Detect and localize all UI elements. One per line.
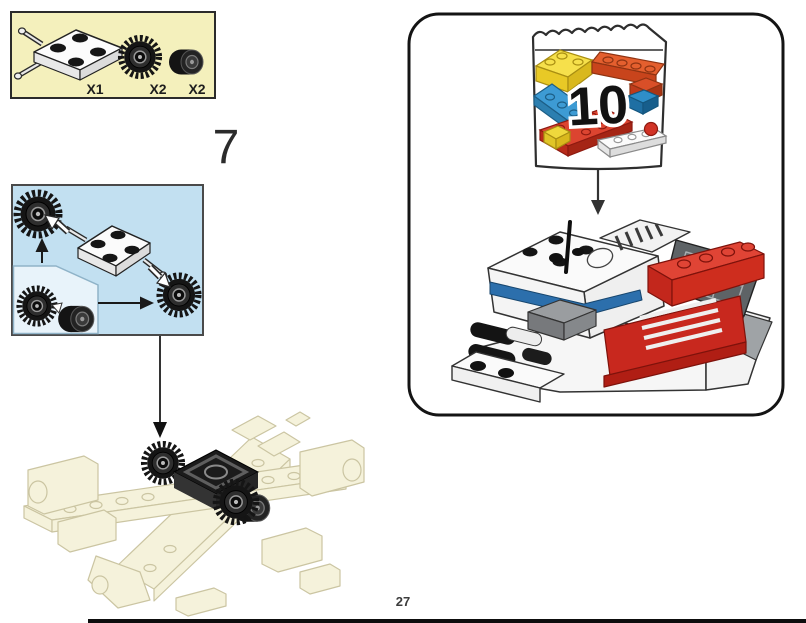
white-arrow-to-right-gear (147, 264, 171, 288)
black-arrow-right (98, 296, 154, 310)
boat-red-brick (647, 241, 765, 307)
step-number: 7 (213, 121, 240, 174)
plate-2x2-with-pins-icon (13, 27, 123, 81)
part-count-label-x2-tire: X2 (188, 81, 205, 97)
gear-assembly-highlight (144, 444, 271, 522)
boat-ribbed-block (599, 219, 691, 253)
callout-inset-tire-icon (57, 305, 95, 333)
boat-antenna (549, 220, 614, 274)
bag-small-blue-brick-icon (626, 89, 660, 115)
bag-small-yellow-piece-icon (542, 125, 572, 151)
bag-arrow-down (591, 170, 605, 215)
connector-arrow-down (153, 336, 167, 438)
bag-step-panel: 10 (407, 12, 785, 417)
parts-inventory-panel: X1 X2 X2 (10, 11, 216, 99)
boat-engine-block (527, 299, 597, 341)
ghost-airframe (23, 411, 365, 617)
main-assembly-illustration (23, 411, 365, 617)
boat-blue-stripe (489, 281, 643, 317)
boat-front-plate (451, 351, 565, 403)
black-arrow-up (35, 238, 49, 263)
part-count-label-x2-gear: X2 (149, 81, 166, 97)
assembly-callout-panel (11, 184, 204, 336)
tire-part-icon (168, 48, 204, 76)
bag-yellow-brick-icon (534, 49, 594, 94)
part-count-label-x1: X1 (86, 81, 103, 97)
parts-bag-icon: 10 (531, 23, 668, 171)
boat-red-base-grille (603, 295, 747, 388)
bottom-edge-bar (88, 619, 806, 623)
boat-subassembly-illustration (451, 219, 773, 403)
white-arrow-to-top-gear (43, 214, 71, 235)
bag-red-round-piece-icon (643, 121, 659, 137)
white-arrow-tire-to-gear (51, 302, 63, 315)
page-number: 27 (396, 594, 410, 609)
bag-number: 10 (566, 74, 629, 137)
